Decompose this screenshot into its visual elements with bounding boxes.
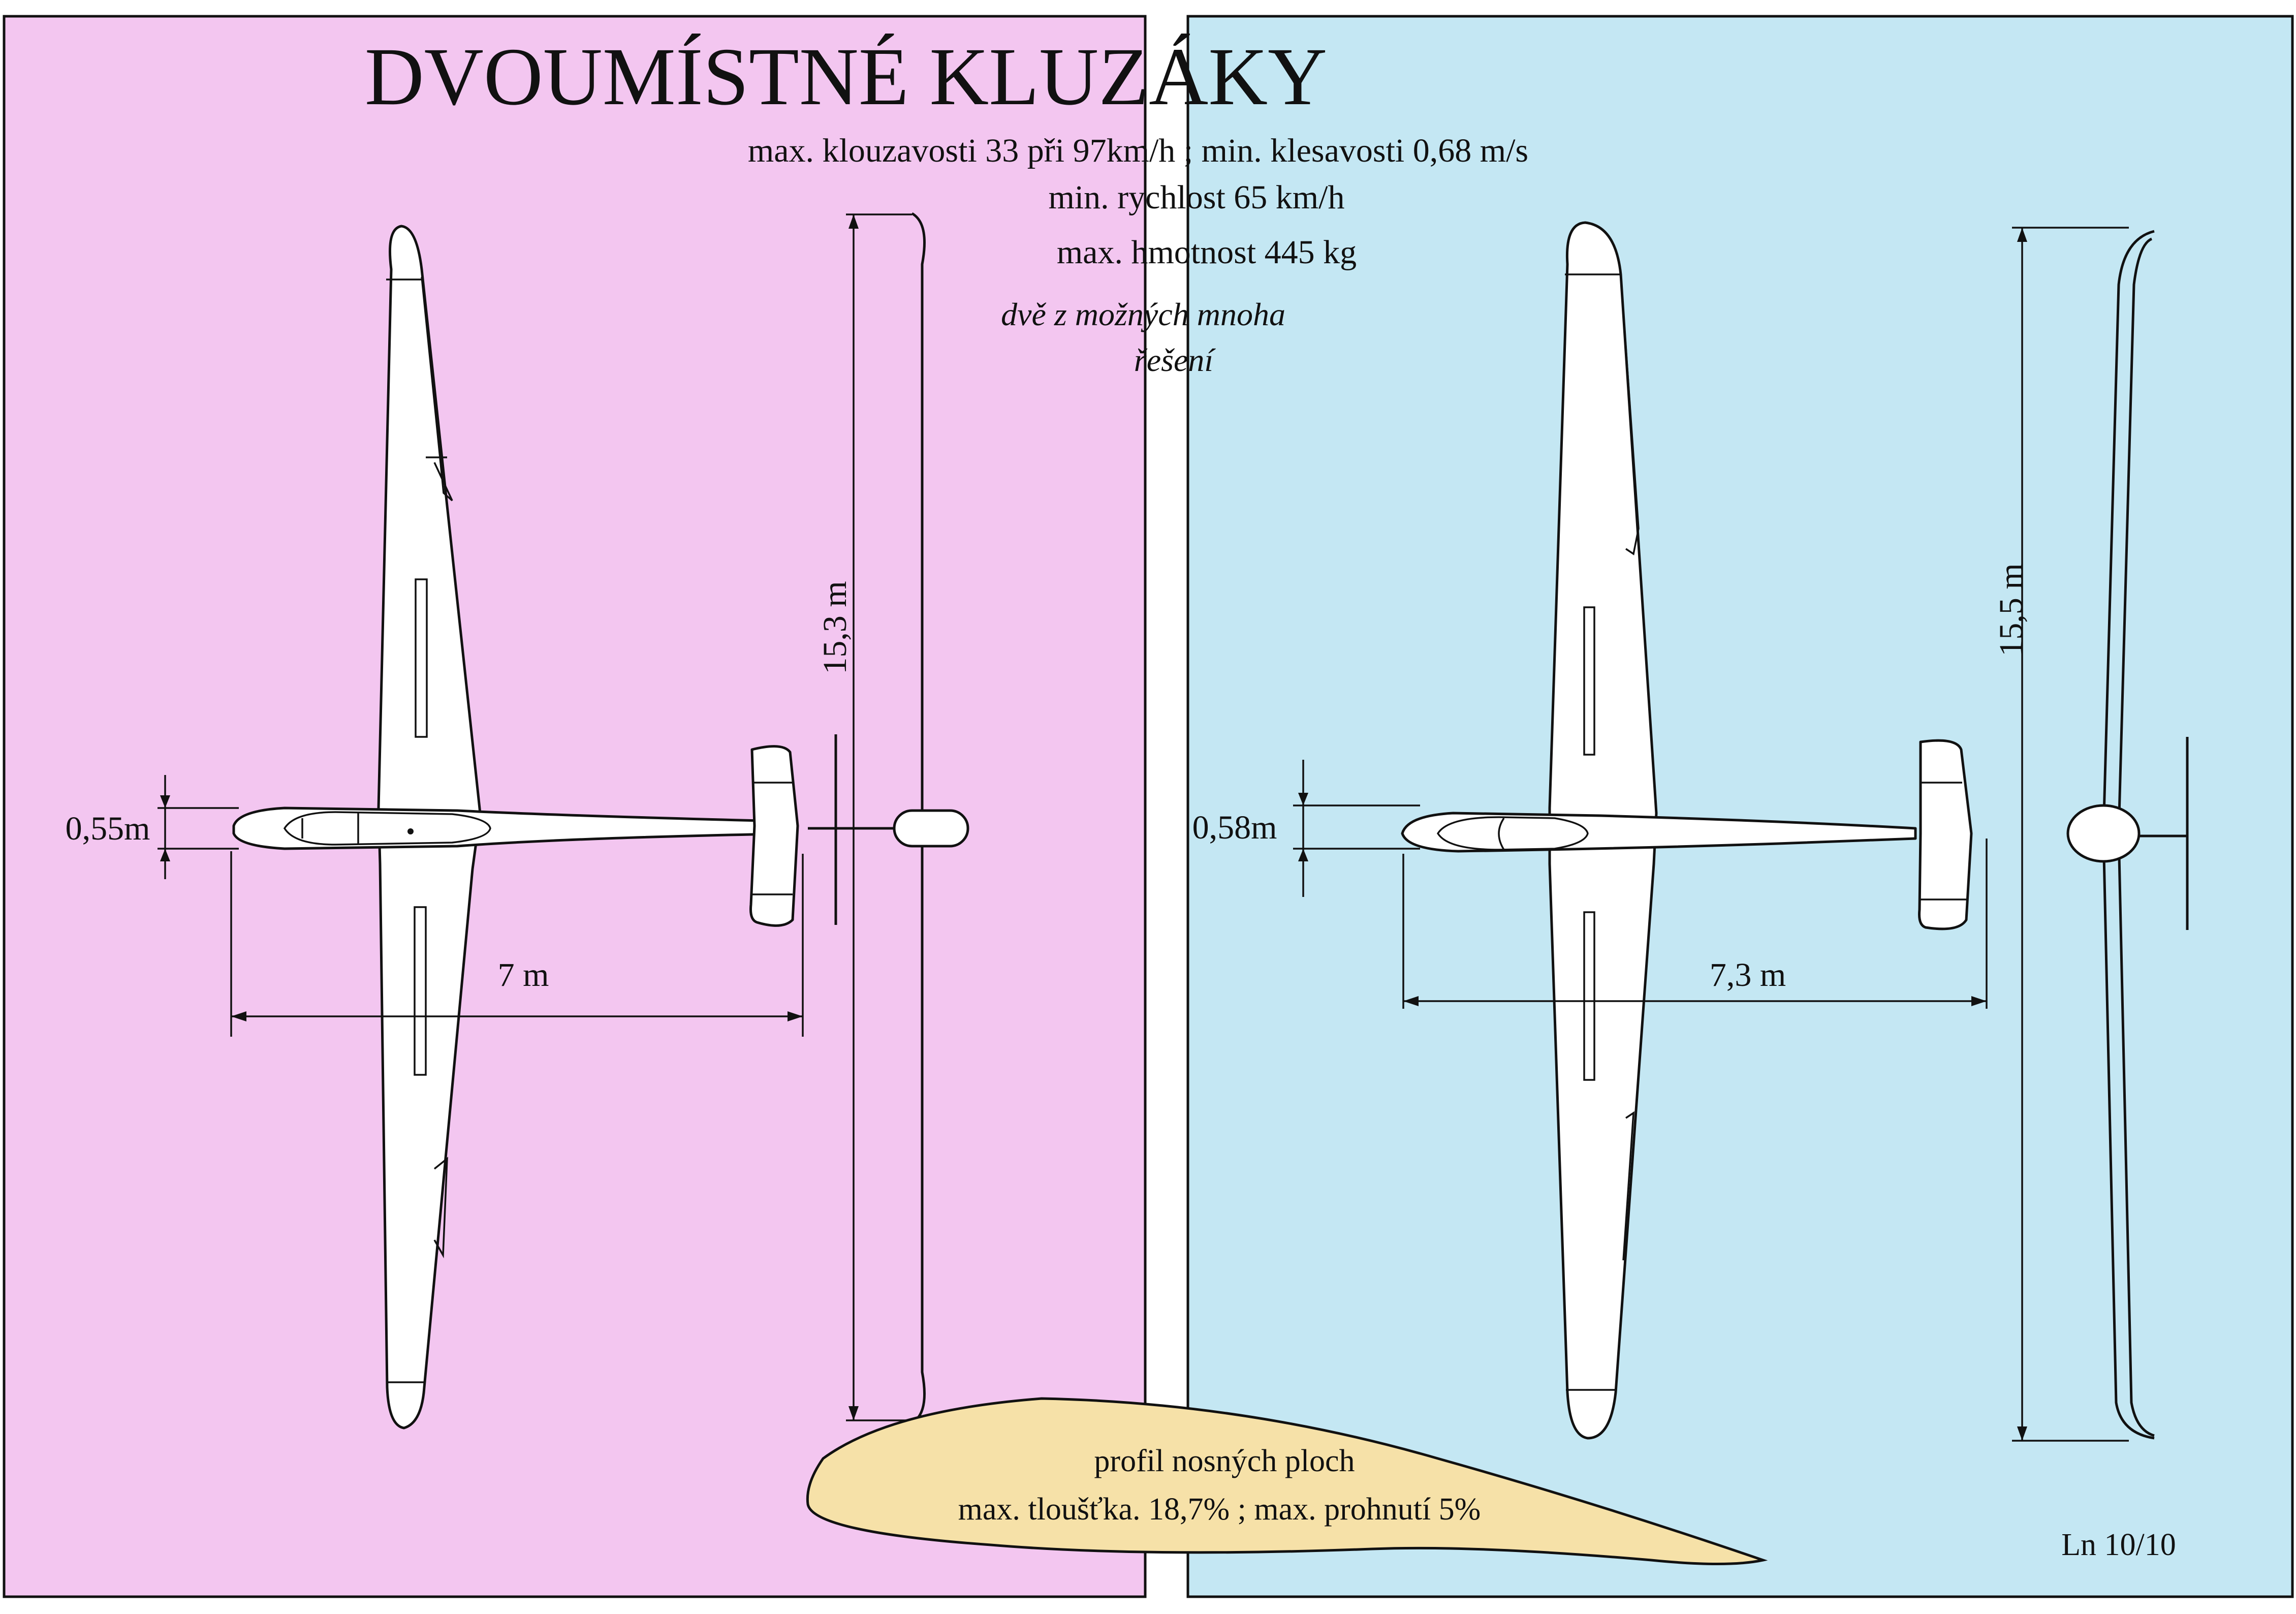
note-line-1: dvě z možných mnoha: [1001, 296, 1285, 332]
right-length-label: 7,3 m: [1710, 956, 1786, 994]
left-panel: [3, 15, 1147, 1598]
right-glider-top-view: [1401, 221, 1973, 1440]
airfoil-label-line-1: profil nosných ploch: [1094, 1444, 1355, 1478]
left-length-label: 7 m: [498, 956, 549, 994]
right-fuselage-front: [2066, 804, 2141, 863]
left-dimensions: [158, 213, 912, 1421]
right-fuselage: [1401, 812, 1917, 853]
left-tailplane: [749, 745, 799, 927]
airfoil-profile: [806, 1397, 1768, 1565]
right-dimensions: [1293, 227, 2129, 1442]
right-glider-front-view: [2066, 230, 2189, 1440]
right-canopy: [1436, 816, 1589, 851]
left-height-label: 0,55m: [66, 810, 150, 847]
left-glider-front-view: [808, 212, 969, 1424]
specs-line-2: min. rychlost 65 km/h: [1049, 179, 1345, 216]
note-line-2: řešení: [1134, 342, 1216, 378]
left-span-label: 15,3 m: [816, 581, 854, 674]
page-title: DVOUMÍSTNÉ KLUZÁKY: [365, 32, 1327, 122]
airfoil-label-line-2: max. tloušťka. 18,7% ; max. prohnutí 5%: [958, 1492, 1481, 1527]
right-spoiler-lower: [1583, 911, 1595, 1081]
left-glider-top-view: [232, 225, 799, 1430]
left-canopy: [283, 811, 491, 846]
right-tailplane: [1918, 739, 1973, 930]
right-height-label: 0,58m: [1192, 809, 1277, 846]
right-span-label: 15,5 m: [1993, 563, 2030, 656]
specs-line-1: max. klouzavosti 33 při 97km/h ; min. kl…: [748, 132, 1528, 169]
left-fuselage-front: [893, 809, 969, 848]
left-spoiler-upper: [415, 578, 428, 738]
signature: Ln 10/10: [2061, 1528, 2176, 1562]
left-spoiler-lower: [414, 906, 427, 1076]
specs-line-3: max. hmotnost 445 kg: [1057, 234, 1357, 271]
right-spoiler-upper: [1583, 606, 1595, 756]
